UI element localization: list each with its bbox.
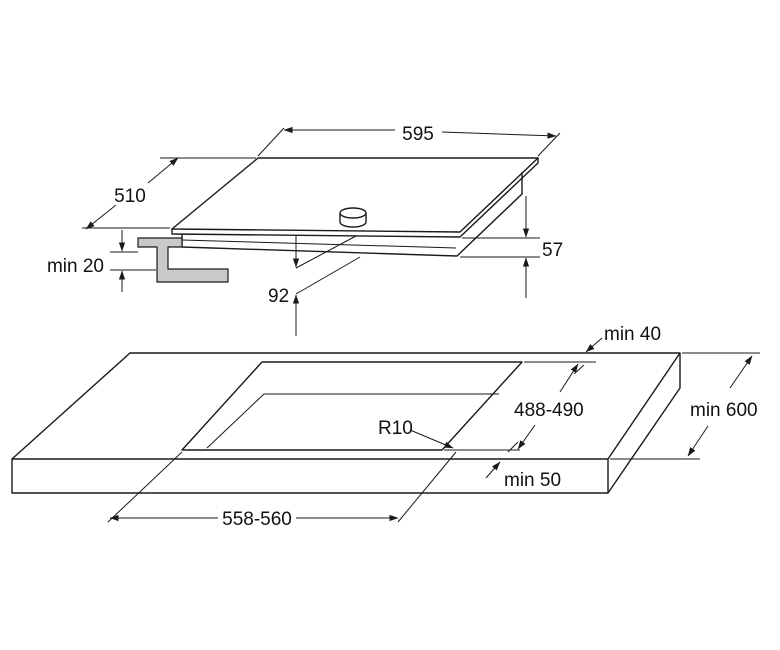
worktop-front: [11, 459, 609, 494]
hob-body: [181, 172, 523, 257]
worktop: [11, 352, 681, 494]
dim-57: 57: [460, 196, 563, 298]
cutout-inner-wall: [206, 393, 499, 449]
label-92: 92: [268, 286, 289, 307]
hob-glass-edge: [171, 158, 539, 238]
dim-595: 595: [257, 124, 561, 157]
dim-r10: R10: [378, 418, 454, 449]
hob: [171, 157, 539, 257]
dim-min-600: min 600: [610, 352, 760, 460]
dim-510: 510: [82, 157, 256, 230]
label-min-50: min 50: [504, 470, 561, 491]
label-558-560: 558-560: [222, 509, 292, 530]
label-57: 57: [542, 240, 563, 261]
dim-min-50: min 50: [485, 441, 561, 491]
label-min-20: min 20: [47, 256, 104, 277]
dim-min-20: min 20: [47, 230, 156, 292]
label-595: 595: [402, 124, 434, 145]
dim-min-40: min 40: [524, 324, 661, 375]
dim-92: 92: [268, 235, 361, 336]
dim-558-560: 558-560: [107, 451, 457, 530]
dim-488-490: 488-490: [444, 363, 584, 451]
label-r10: R10: [378, 418, 413, 439]
knob-icon: [339, 207, 367, 228]
label-488-490: 488-490: [514, 400, 584, 421]
label-510: 510: [114, 186, 146, 207]
mounting-bracket: [137, 237, 229, 283]
label-min-600: min 600: [690, 400, 758, 421]
worktop-cutout: [181, 361, 523, 451]
label-min-40: min 40: [604, 324, 661, 345]
hob-glass-top: [171, 157, 539, 233]
worktop-side: [607, 353, 681, 494]
